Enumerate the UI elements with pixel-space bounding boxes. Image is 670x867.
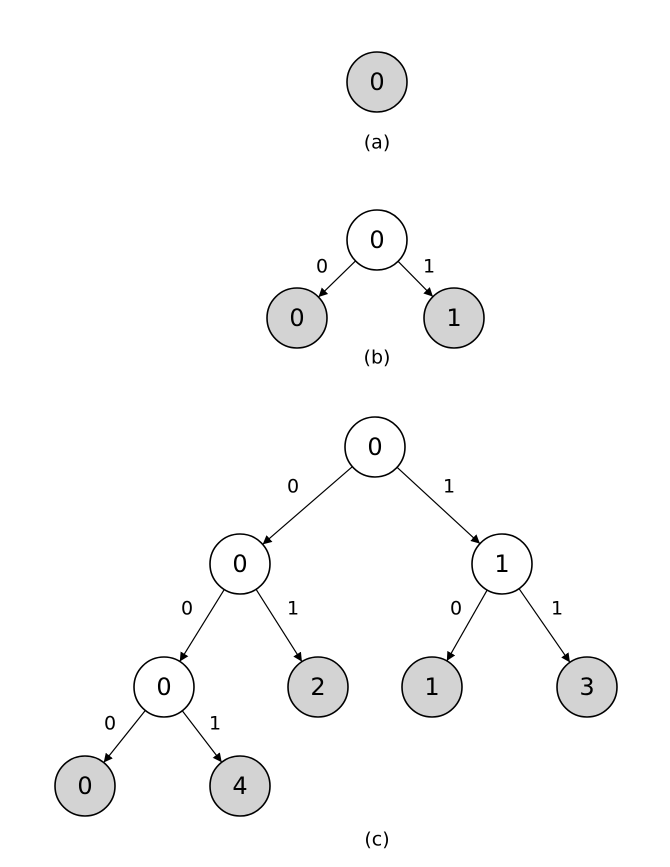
- node-label: 1: [446, 304, 461, 332]
- edge-arrow: [446, 589, 488, 662]
- edge-arrow: [103, 710, 146, 763]
- edge-label: 1: [443, 476, 455, 498]
- node-label: 0: [369, 68, 384, 96]
- leaf-node: 0: [266, 287, 328, 349]
- leaf-node: 0: [346, 51, 408, 113]
- edge-label: 0: [104, 713, 116, 735]
- node-circle: [471, 533, 533, 595]
- node-circle: [54, 755, 116, 817]
- node-circle: [344, 416, 406, 478]
- node-circle: [133, 656, 195, 718]
- internal-node: 0: [346, 209, 408, 271]
- node-circle: [287, 656, 349, 718]
- edge-label: 1: [551, 598, 563, 620]
- leaf-node: 3: [556, 656, 618, 718]
- subfigure-caption: (c): [364, 829, 389, 851]
- edge-label: 1: [287, 598, 299, 620]
- edge-label: 1: [209, 713, 221, 735]
- internal-node: 0: [133, 656, 195, 718]
- internal-node: 0: [209, 533, 271, 595]
- node-circle: [423, 287, 485, 349]
- edge-label: 0: [316, 256, 328, 278]
- node-label: 0: [289, 304, 304, 332]
- edge-arrow: [397, 260, 434, 298]
- node-circle: [346, 51, 408, 113]
- node-label: 0: [156, 673, 171, 701]
- node-circle: [401, 656, 463, 718]
- leaf-node: 4: [209, 755, 271, 817]
- edge-arrow: [262, 466, 353, 545]
- edge-label: 1: [423, 256, 435, 278]
- node-label: 0: [232, 550, 247, 578]
- node-label: 1: [494, 550, 509, 578]
- subfigure-caption: (a): [364, 132, 390, 154]
- leaf-node: 2: [287, 656, 349, 718]
- edge-arrow: [181, 710, 223, 763]
- edge-arrow: [318, 260, 356, 298]
- node-circle: [209, 755, 271, 817]
- subfigure-caption: (b): [364, 347, 391, 369]
- internal-node: 0: [344, 416, 406, 478]
- leaf-node: 1: [401, 656, 463, 718]
- node-circle: [209, 533, 271, 595]
- node-label: 3: [579, 673, 594, 701]
- leaf-node: 0: [54, 755, 116, 817]
- edge-arrow: [396, 466, 481, 545]
- node-label: 0: [367, 433, 382, 461]
- node-label: 1: [424, 673, 439, 701]
- node-label: 4: [232, 772, 247, 800]
- node-circle: [346, 209, 408, 271]
- edge-arrow: [518, 588, 571, 663]
- edge-arrow: [179, 589, 225, 662]
- internal-node: 1: [471, 533, 533, 595]
- edge-label: 0: [450, 598, 462, 620]
- node-circle: [556, 656, 618, 718]
- edge-label: 0: [181, 598, 193, 620]
- node-label: 0: [77, 772, 92, 800]
- node-label: 0: [369, 226, 384, 254]
- leaf-node: 1: [423, 287, 485, 349]
- node-label: 2: [310, 673, 325, 701]
- edge-label: 0: [287, 476, 299, 498]
- edge-arrow: [255, 589, 303, 662]
- node-circle: [266, 287, 328, 349]
